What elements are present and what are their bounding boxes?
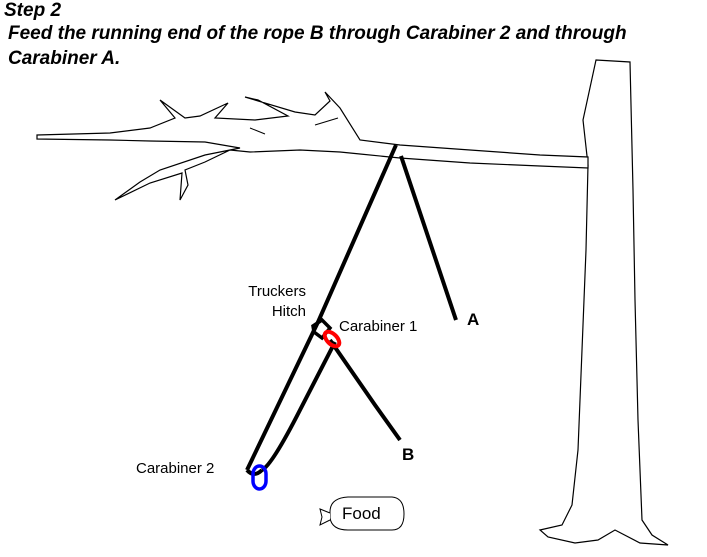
truckers-hitch-label-line2: Hitch <box>271 303 306 320</box>
truckers-hitch-label: Truckers Hitch <box>232 282 306 322</box>
rope-end-a-label: A <box>467 310 480 329</box>
tree-branch <box>36 91 589 201</box>
tree-trunk <box>538 59 669 546</box>
truckers-hitch-label-line1: Truckers <box>248 283 306 300</box>
rope-strand-a <box>399 155 458 321</box>
carabiner-2-label: Carabiner 2 <box>136 460 215 477</box>
food-label: Food <box>342 504 381 523</box>
rope-strand-b <box>328 338 402 442</box>
food-bag-tie-icon <box>319 508 331 526</box>
carabiner-1-label: Carabiner 1 <box>339 318 418 335</box>
carabiner-2-icon <box>251 464 268 491</box>
branch-twig <box>249 117 339 135</box>
step-title: Step 2 <box>4 0 62 21</box>
rope-end-b-label: B <box>402 445 415 464</box>
food-bag-icon <box>329 496 405 531</box>
step-instruction: Feed the running end of the rope B throu… <box>8 23 627 69</box>
carabiner-1-icon <box>322 329 342 349</box>
